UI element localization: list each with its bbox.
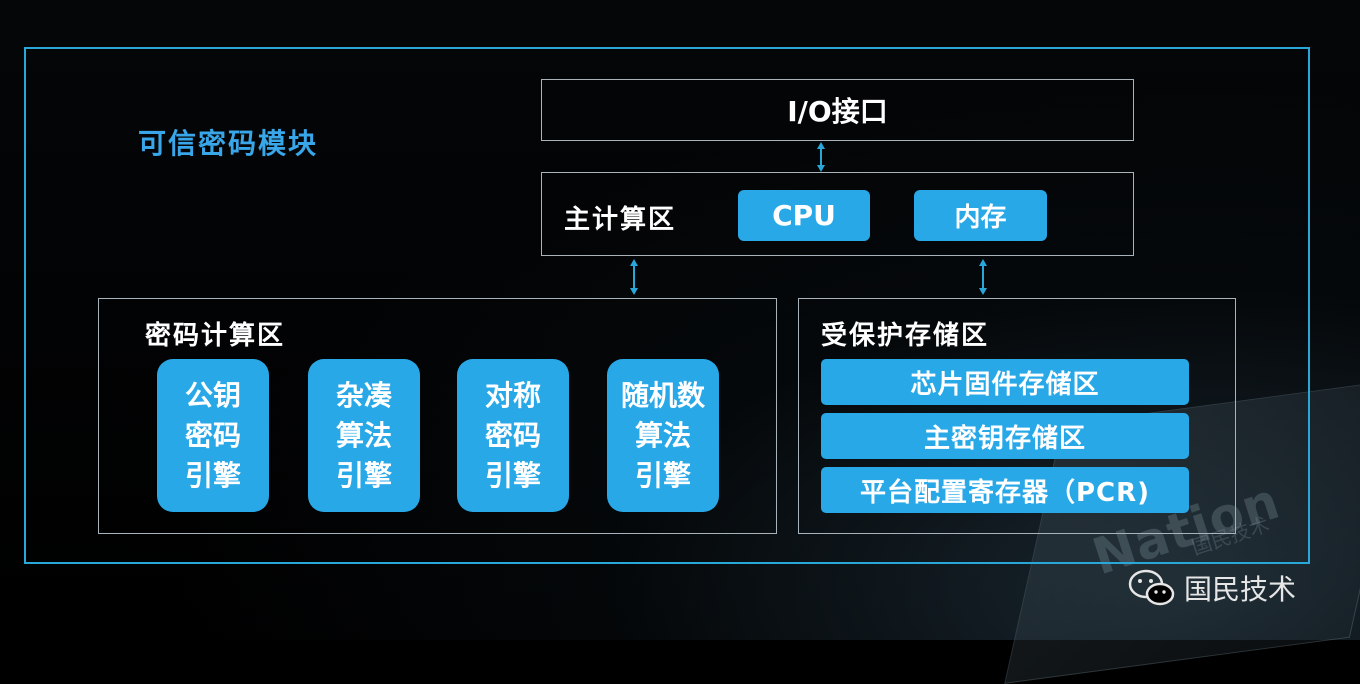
symmetric-engine: 对称 密码 引擎 [457,359,569,512]
main-compute-area: 主计算区 CPU 内存 [541,172,1134,256]
protected-storage-area: 受保护存储区 芯片固件存储区 主密钥存储区 平台配置寄存器（PCR) [798,298,1236,534]
random-number-engine: 随机数 算法 引擎 [607,359,719,512]
firmware-storage-block: 芯片固件存储区 [821,359,1189,405]
pcr-block: 平台配置寄存器（PCR) [821,467,1189,513]
io-interface-box: I/O接口 [541,79,1134,141]
tcm-outer-frame [24,47,1310,564]
main-crypto-arrow [630,259,638,295]
brand-name: 国民技术 [1184,573,1297,606]
hash-engine: 杂凑 算法 引擎 [308,359,420,512]
footer-watermark: 国民技术 [1128,568,1296,608]
crypto-compute-label: 密码计算区 [145,321,286,351]
io-main-arrow [817,142,825,172]
io-interface-label: I/O接口 [787,95,888,128]
crypto-compute-area: 密码计算区 公钥 密码 引擎 杂凑 算法 引擎 对称 密码 引擎 随机数 算法 … [98,298,777,534]
cpu-block: CPU [738,190,870,241]
master-key-storage-block: 主密钥存储区 [821,413,1189,459]
diagram-title: 可信密码模块 [138,127,319,160]
wechat-icon [1128,569,1175,606]
main-compute-label: 主计算区 [564,205,677,235]
public-key-engine: 公钥 密码 引擎 [157,359,269,512]
main-storage-arrow [979,259,987,295]
memory-block: 内存 [914,190,1047,241]
protected-storage-label: 受保护存储区 [821,321,990,351]
